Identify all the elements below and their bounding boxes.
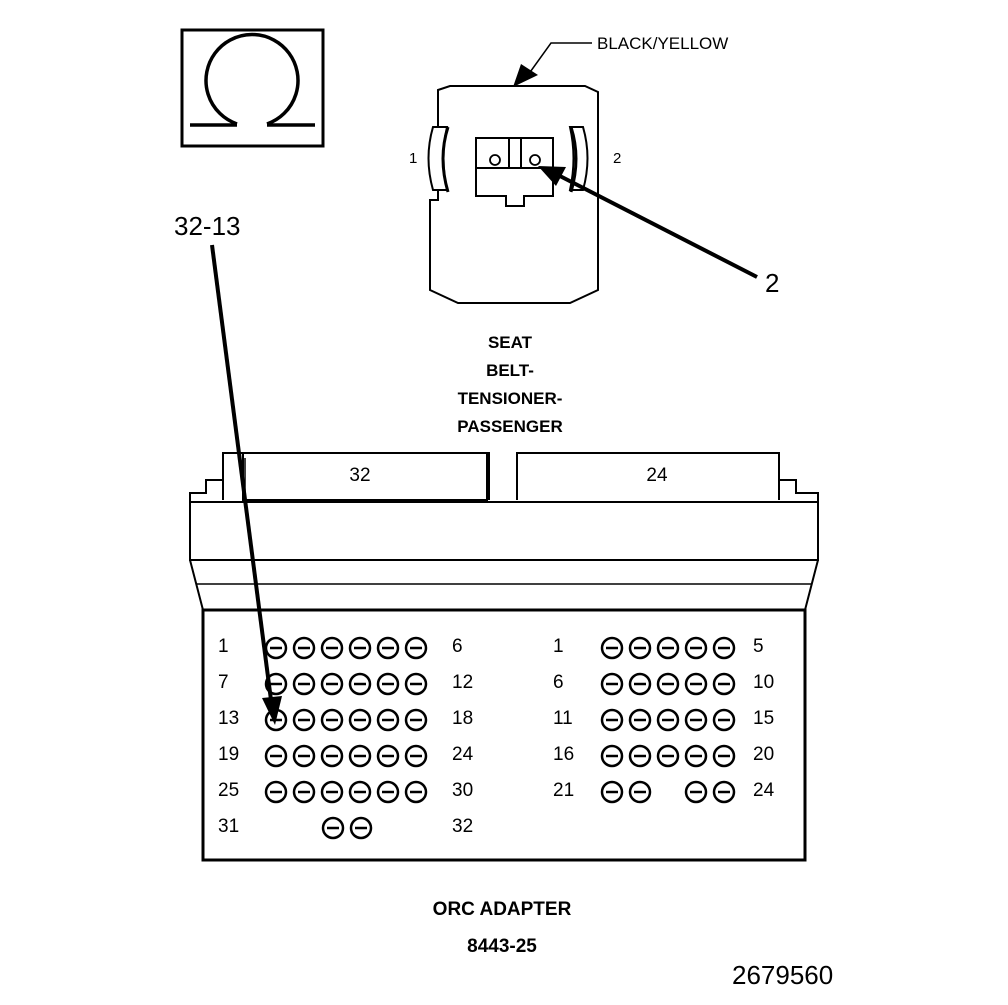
probe-callout-label: 32-13 xyxy=(174,211,241,241)
adapter-right-header: 24 xyxy=(646,465,668,486)
pin-grid-24-way xyxy=(600,636,736,804)
wire-color-label: BLACK/YELLOW xyxy=(597,34,729,53)
pin-row-end-label: 6 xyxy=(452,636,463,657)
figure-id: 2679560 xyxy=(732,960,834,990)
adapter-name: ORC ADAPTER xyxy=(432,899,572,920)
pin-row-start-label: 25 xyxy=(218,780,240,801)
connector-side-1-label: 1 xyxy=(409,150,418,167)
connector-side-2-label: 2 xyxy=(613,150,622,167)
pin-row-start-label: 21 xyxy=(553,780,575,801)
pin-callout-label: 2 xyxy=(765,268,780,298)
pin-row-end-label: 18 xyxy=(452,708,474,729)
pin-row-end-label: 10 xyxy=(753,672,775,693)
pin-row-start-label: 6 xyxy=(553,672,564,693)
pin-row-end-label: 24 xyxy=(452,744,474,765)
probe-arrow-32-13 xyxy=(210,244,282,725)
pin-grid-32-way xyxy=(264,636,428,840)
orc-adapter-body xyxy=(189,452,819,862)
pin-row-start-label: 1 xyxy=(553,636,564,657)
adapter-left-header: 32 xyxy=(349,465,371,486)
pin-row-start-label: 1 xyxy=(218,636,229,657)
pin-row-end-label: 20 xyxy=(753,744,775,765)
pin-row-start-label: 11 xyxy=(553,708,573,729)
pin-row-end-label: 12 xyxy=(452,672,474,693)
pin-row-start-label: 16 xyxy=(553,744,575,765)
wire-color-leader xyxy=(513,42,592,87)
connector-title-line-4: PASSENGER xyxy=(457,417,563,436)
pin-2-arrow xyxy=(538,166,758,279)
pin-row-end-label: 32 xyxy=(452,816,474,837)
pin-row-start-label: 31 xyxy=(218,816,240,837)
pin-row-end-label: 30 xyxy=(452,780,474,801)
connector-title-line-3: TENSIONER- xyxy=(457,389,563,408)
pin-row-end-label: 24 xyxy=(753,780,775,801)
pin-row-start-label: 7 xyxy=(218,672,229,693)
ohm-symbol-icon xyxy=(180,28,325,148)
pin-row-start-label: 19 xyxy=(218,744,240,765)
pin-row-start-label: 13 xyxy=(218,708,240,729)
adapter-part-number: 8443-25 xyxy=(467,936,537,957)
connector-title-line-1: SEAT xyxy=(487,333,533,352)
pin-row-end-label: 5 xyxy=(753,636,764,657)
seat-connector xyxy=(427,85,599,304)
pin-row-end-label: 15 xyxy=(753,708,775,729)
connector-title-line-2: BELT- xyxy=(486,361,534,380)
